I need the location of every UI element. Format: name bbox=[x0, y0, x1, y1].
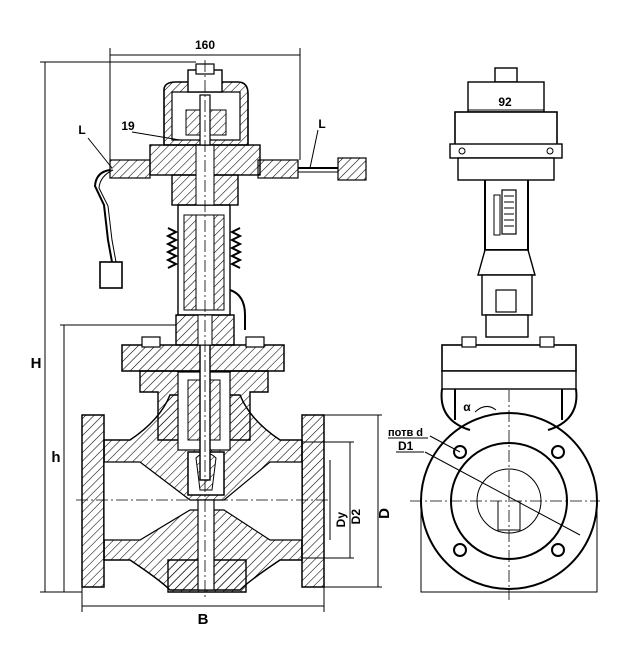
right-flange bbox=[301, 414, 325, 588]
dim-bolt-holes: потв d bbox=[388, 427, 423, 439]
dim-Dy: Dy bbox=[334, 512, 348, 528]
connector-plug bbox=[99, 261, 123, 289]
callout-L-left: L bbox=[78, 123, 85, 137]
side-view: 92 α потв d D1 bbox=[388, 67, 600, 600]
position-scale bbox=[501, 189, 517, 235]
dim-h: h bbox=[51, 449, 60, 466]
dim-160: 160 bbox=[195, 38, 215, 52]
callout-19: 19 bbox=[121, 119, 135, 133]
dim-alpha: α bbox=[463, 400, 471, 414]
spring bbox=[165, 227, 243, 269]
dim-D2: D2 bbox=[349, 509, 363, 525]
dim-D1: D1 bbox=[398, 439, 414, 453]
cable bbox=[93, 169, 113, 263]
dim-B: B bbox=[198, 611, 209, 628]
dim-92: 92 bbox=[498, 95, 512, 109]
front-dimensions: 160 H h B Dy D2 D L L 19 bbox=[31, 38, 393, 628]
dim-H: H bbox=[31, 355, 42, 372]
dim-D: D bbox=[376, 508, 393, 519]
left-flange bbox=[81, 414, 105, 588]
front-section-view bbox=[76, 60, 367, 600]
callout-L-right: L bbox=[318, 117, 325, 131]
